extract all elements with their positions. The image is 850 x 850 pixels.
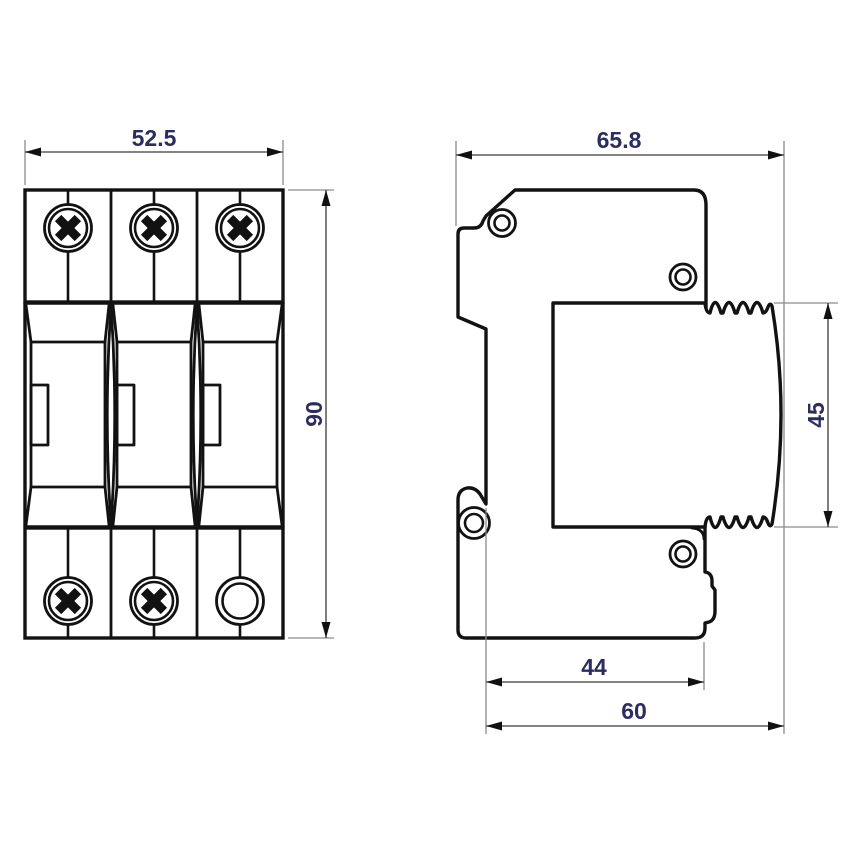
- module-gap-lens: [105, 303, 117, 527]
- dimension-label: 44: [581, 654, 607, 680]
- arrowhead-icon: [823, 303, 833, 319]
- base-corner-line: [690, 526, 706, 541]
- dimension-label: 60: [621, 698, 647, 724]
- screw-icon: [129, 203, 179, 253]
- dimension-overall-depth: 65.8: [455, 127, 785, 734]
- module-taper-lines: [24, 303, 284, 527]
- dimension-front-width: 52.5: [24, 125, 284, 185]
- round-port-icon: [215, 576, 265, 626]
- mounting-hole: [668, 539, 698, 569]
- screw-icon: [129, 576, 179, 626]
- middle-section-frame: [23, 301, 285, 529]
- terminal-center-lines: [66, 190, 242, 638]
- dimension-front-height: 90: [288, 189, 334, 639]
- screw-icon: [43, 203, 93, 253]
- mounting-hole: [487, 208, 517, 238]
- screw-icon: [43, 576, 93, 626]
- arrowhead-icon: [768, 150, 784, 160]
- arrowhead-icon: [768, 721, 784, 731]
- dimension-label: 90: [301, 401, 327, 427]
- phillips-recess-icon: [140, 214, 168, 242]
- phillips-recess-icon: [226, 214, 254, 242]
- phillips-recess-icon: [54, 214, 82, 242]
- arrowhead-icon: [321, 622, 331, 638]
- arrowhead-icon: [267, 147, 283, 157]
- arrowhead-icon: [486, 677, 502, 687]
- dimension-module-depth: 45: [774, 302, 838, 528]
- front-view: [23, 188, 285, 640]
- module-gap-lens: [191, 303, 203, 527]
- arrowhead-icon: [321, 190, 331, 206]
- module-windows: [29, 383, 222, 447]
- extension-lines: [24, 140, 284, 185]
- dimension-base-depth: 44: [485, 508, 705, 734]
- side-view: [456, 188, 783, 640]
- din-clip-hole: [457, 506, 491, 540]
- dimension-label: 65.8: [597, 127, 642, 153]
- dimension-mounting-depth: 60: [486, 698, 784, 731]
- terminal-screws-top: [43, 203, 265, 253]
- module-gap-lenses: [105, 303, 203, 527]
- module-body-lines: [29, 340, 279, 489]
- dimension-label: 52.5: [132, 125, 177, 151]
- dimensions: 52.5 90 65.8 45: [24, 125, 838, 734]
- module-window: [201, 383, 222, 447]
- extension-lines: [774, 302, 838, 528]
- arrowhead-icon: [688, 677, 704, 687]
- terminal-screws-bottom: [43, 576, 265, 626]
- phillips-recess-icon: [54, 587, 82, 615]
- module-block-outline: [551, 300, 783, 530]
- pole-divider-lines: [109, 188, 199, 640]
- module-window: [115, 383, 136, 447]
- screw-icon: [215, 203, 265, 253]
- arrowhead-icon: [486, 721, 502, 731]
- module-window: [29, 383, 50, 447]
- dimension-label: 45: [803, 402, 829, 428]
- arrowhead-icon: [456, 150, 472, 160]
- mounting-hole: [668, 262, 698, 292]
- arrowhead-icon: [25, 147, 41, 157]
- arrowhead-icon: [823, 511, 833, 527]
- phillips-recess-icon: [140, 587, 168, 615]
